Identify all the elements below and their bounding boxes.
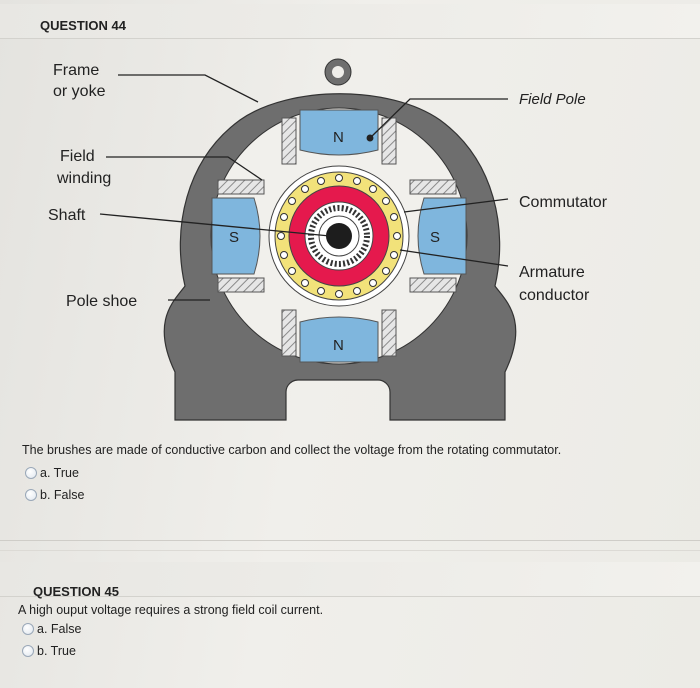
q45-option-a[interactable]: a. False <box>22 622 81 636</box>
label-field-winding-2: winding <box>56 170 111 187</box>
question-title: QUESTION 45 <box>33 584 119 599</box>
question-44: QUESTION 44 <box>0 4 700 39</box>
question-45: QUESTION 45 <box>0 548 700 688</box>
label-commutator: Commutator <box>519 194 608 211</box>
label-armature-2: conductor <box>519 287 590 304</box>
diagram-labels: Frame or yoke Field Pole Field winding S… <box>48 62 608 310</box>
label-leaders <box>99 74 509 301</box>
radio-button[interactable] <box>25 467 37 479</box>
radio-button[interactable] <box>22 645 34 657</box>
question-header: QUESTION 45 <box>0 562 700 599</box>
label-pole-shoe: Pole shoe <box>66 293 137 310</box>
armature-conductors <box>277 174 401 298</box>
question-45-prompt: A high ouput voltage requires a strong f… <box>18 603 324 617</box>
field-poles: N N S S <box>211 109 467 363</box>
option-label: a. False <box>37 622 82 636</box>
divider <box>0 540 700 541</box>
pole-bottom-label: N <box>333 337 344 354</box>
question-44-prompt: The brushes are made of conductive carbo… <box>22 443 562 457</box>
option-label: b. True <box>37 644 76 658</box>
field-windings <box>217 117 457 357</box>
dc-generator-diagram: N N S S <box>48 58 608 421</box>
label-armature-1: Armature <box>519 264 585 281</box>
q45-option-b[interactable]: b. True <box>22 644 76 658</box>
armature <box>268 165 410 307</box>
label-field-pole: Field Pole <box>519 91 586 108</box>
q44-option-a[interactable]: a. True <box>25 466 79 480</box>
pole-left-label: S <box>229 229 239 246</box>
option-label: a. True <box>40 466 79 480</box>
radio-button[interactable] <box>25 489 37 501</box>
radio-button[interactable] <box>22 623 34 635</box>
label-frame-2: or yoke <box>53 83 106 100</box>
question-header: QUESTION 44 <box>0 4 700 39</box>
option-label: b. False <box>40 488 85 502</box>
q44-option-b[interactable]: b. False <box>25 488 84 502</box>
divider <box>0 550 700 551</box>
pole-top-label: N <box>333 129 344 146</box>
pole-right-label: S <box>430 229 440 246</box>
label-field-winding-1: Field <box>60 148 95 165</box>
label-shaft: Shaft <box>48 207 86 224</box>
question-title: QUESTION 44 <box>40 18 126 33</box>
label-frame-1: Frame <box>53 62 99 79</box>
